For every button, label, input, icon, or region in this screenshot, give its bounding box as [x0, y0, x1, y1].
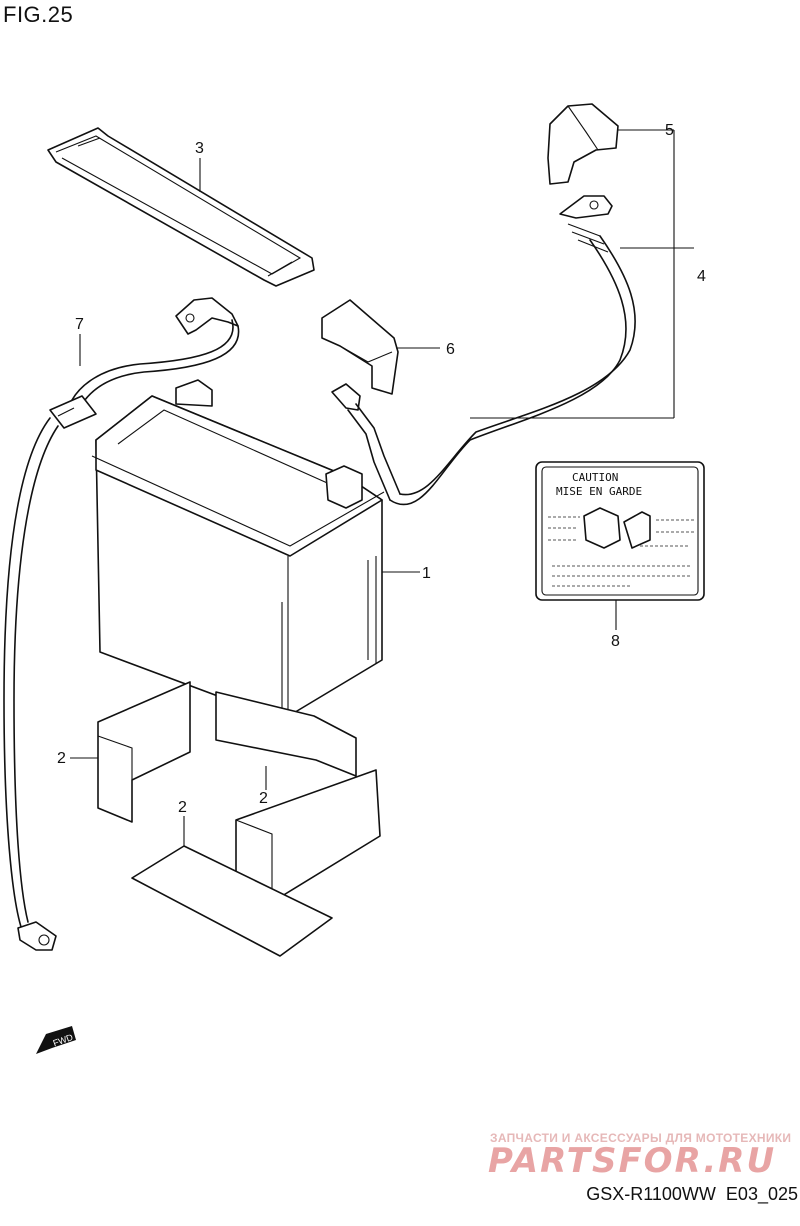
diagram-code: GSX-R1100WW E03_025	[586, 1184, 798, 1205]
callout-5: 5	[665, 122, 674, 139]
leader-lines	[70, 129, 694, 846]
battery-cushion-parts	[97, 681, 381, 957]
callout-7: 7	[75, 316, 84, 333]
positive-cable-part	[331, 195, 636, 506]
cable-end-cover-part	[547, 103, 619, 185]
callout-3: 3	[195, 140, 204, 157]
callout-4: 4	[697, 268, 706, 285]
caution-label-part: CAUTION MISE EN GARDE	[535, 461, 705, 601]
fwd-arrow-icon: FWD	[36, 1026, 76, 1054]
callout-8: 8	[611, 633, 620, 650]
callout-2-left: 2	[57, 750, 66, 767]
battery-strap-part	[47, 127, 315, 287]
negative-cable-part	[3, 297, 240, 951]
callout-2-bottom: 2	[178, 799, 187, 816]
caution-label-title: CAUTION	[572, 471, 618, 484]
watermark-logo: PARTSFOR.RU	[488, 1141, 777, 1181]
figure-code: E03_025	[725, 1184, 798, 1204]
caution-label-subtitle: MISE EN GARDE	[556, 485, 642, 498]
figure-title: FIG.25	[3, 2, 74, 27]
callout-6: 6	[446, 341, 455, 358]
watermark-tagline: ЗАПЧАСТИ И АКСЕССУАРЫ ДЛЯ МОТОТЕХНИКИ	[490, 1131, 792, 1145]
callout-2-middle: 2	[259, 790, 268, 807]
battery-part	[91, 379, 385, 721]
model-code: GSX-R1100WW	[586, 1184, 716, 1204]
terminal-cover-part	[321, 299, 399, 395]
callout-1: 1	[422, 565, 431, 582]
